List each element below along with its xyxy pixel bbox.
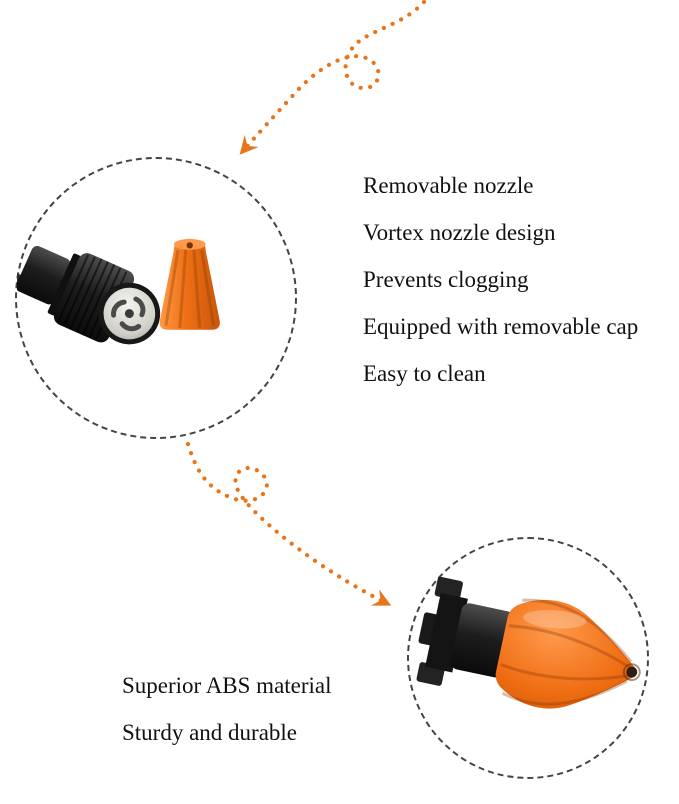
feature-sturdy-durable: Sturdy and durable xyxy=(122,720,298,745)
feature-prevents-clogging: Prevents clogging xyxy=(363,267,529,292)
feature-list-bottom: Superior ABS material Sturdy and durable xyxy=(122,662,332,756)
nozzle-clip xyxy=(416,576,468,686)
tip-hole xyxy=(626,666,638,678)
feature-removable-nozzle: Removable nozzle xyxy=(363,173,534,198)
cap-top-hole xyxy=(186,242,193,249)
middle-arrow-icon xyxy=(185,441,392,607)
feature-easy-to-clean: Easy to clean xyxy=(363,361,486,386)
nozzle-disassembled-photo-icon xyxy=(17,238,220,345)
feature-list-top: Removable nozzle Vortex nozzle design Pr… xyxy=(363,162,638,397)
vortex-swirl xyxy=(111,296,146,332)
nozzle-assembled-photo-icon xyxy=(416,576,641,709)
nozzle-body xyxy=(17,245,161,345)
top-arrow-icon xyxy=(239,0,427,155)
orange-nozzle-tip xyxy=(495,598,641,709)
callout-circle-disassembled xyxy=(15,157,297,439)
feature-vortex-design: Vortex nozzle design xyxy=(363,220,556,245)
callout-circle-assembled xyxy=(407,537,649,779)
nozzle-barrel xyxy=(450,603,515,678)
orange-cap xyxy=(159,238,220,330)
feature-abs-material: Superior ABS material xyxy=(122,673,332,698)
feature-removable-cap: Equipped with removable cap xyxy=(363,314,639,339)
